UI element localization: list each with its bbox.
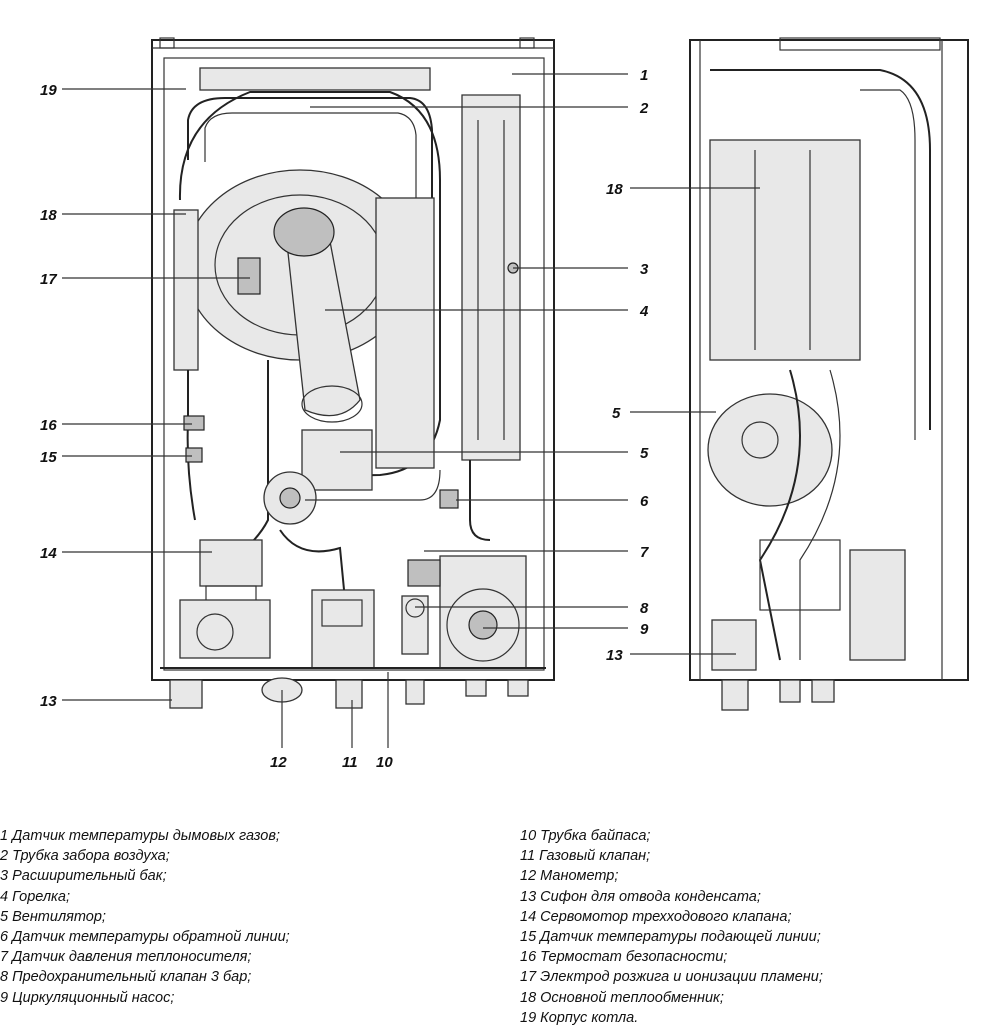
callout-2: 2 <box>639 100 649 117</box>
legend-item: 7 Датчик давления теплоносителя; <box>0 949 252 966</box>
side-callout-13: 13 <box>606 647 623 664</box>
boiler-diagram: 1 2 3 4 5 6 7 8 9 19 18 17 16 15 14 13 1… <box>40 37 969 771</box>
legend-item: 17 Электрод розжига и ионизации пламени; <box>520 969 823 986</box>
callout-3: 3 <box>640 261 649 278</box>
legend-item: 6 Датчик температуры обратной линии; <box>0 929 290 946</box>
callout-4: 4 <box>639 303 649 320</box>
leader-lines <box>62 73 760 748</box>
callout-1: 1 <box>640 67 648 84</box>
legend-item: 19 Корпус котла. <box>520 1009 639 1026</box>
legend-item: 12 Манометр; <box>520 868 619 885</box>
legend-item: 13 Сифон для отвода конденсата; <box>520 888 761 905</box>
expansion-tank <box>461 94 521 461</box>
air-intake-pipe <box>187 97 433 200</box>
callout-11: 11 <box>342 754 358 771</box>
flow-temp-sensor <box>185 447 203 463</box>
side-view <box>689 37 969 711</box>
legend-right-column: 10 Трубка байпаса; 11 Газовый клапан; 12… <box>520 826 990 1028</box>
callout-7: 7 <box>640 544 649 561</box>
circulation-pump <box>439 555 527 669</box>
callout-9: 9 <box>640 621 649 638</box>
callout-14: 14 <box>40 545 57 562</box>
callout-13: 13 <box>40 693 57 710</box>
fan <box>301 429 373 491</box>
callout-15: 15 <box>40 449 57 466</box>
callout-19: 19 <box>40 82 57 99</box>
legend-left-column: 1 Датчик температуры дымовых газов; 2 Тр… <box>0 826 500 1008</box>
legend-item: 10 Трубка байпаса; <box>520 828 651 844</box>
legend-item: 1 Датчик температуры дымовых газов; <box>0 828 280 844</box>
legend-item: 8 Предохранительный клапан 3 бар; <box>0 969 252 986</box>
legend-item: 16 Термостат безопасности; <box>520 949 728 966</box>
callout-5: 5 <box>640 445 649 462</box>
condensate-siphon <box>169 679 203 709</box>
callout-8: 8 <box>640 600 649 617</box>
legend-item: 5 Вентилятор; <box>0 908 106 925</box>
legend-item: 14 Сервомотор трехходового клапана; <box>520 908 792 925</box>
callout-18: 18 <box>40 207 57 224</box>
callout-6: 6 <box>640 493 649 510</box>
servomotor <box>199 539 263 587</box>
callout-16: 16 <box>40 417 57 434</box>
safety-valve <box>401 595 429 655</box>
safety-thermostat <box>183 415 205 431</box>
callout-labels: 1 2 3 4 5 6 7 8 9 19 18 17 16 15 14 13 1… <box>40 67 649 771</box>
side-heat-exchanger <box>709 139 861 361</box>
front-view <box>151 37 555 709</box>
legend-item: 18 Основной теплообменник; <box>520 989 724 1006</box>
ignition-electrode <box>237 257 261 295</box>
legend-item: 9 Циркуляционный насос; <box>0 989 175 1006</box>
return-temp-sensor <box>439 489 459 509</box>
legend-item: 15 Датчик температуры подающей линии; <box>520 929 821 946</box>
gas-valve <box>311 589 375 669</box>
side-callout-18: 18 <box>606 181 623 198</box>
callout-17: 17 <box>40 271 57 288</box>
side-condensate-siphon <box>711 619 757 671</box>
legend-item: 2 Трубка забора воздуха; <box>0 848 170 865</box>
legend-item: 3 Расширительный бак; <box>0 868 167 885</box>
side-callout-5: 5 <box>612 405 621 422</box>
side-fan <box>707 393 833 507</box>
legend-item: 11 Газовый клапан; <box>520 848 651 865</box>
legend-item: 4 Горелка; <box>0 888 70 905</box>
callout-10: 10 <box>376 754 393 771</box>
pressure-sensor <box>407 559 441 587</box>
callout-12: 12 <box>270 754 287 771</box>
